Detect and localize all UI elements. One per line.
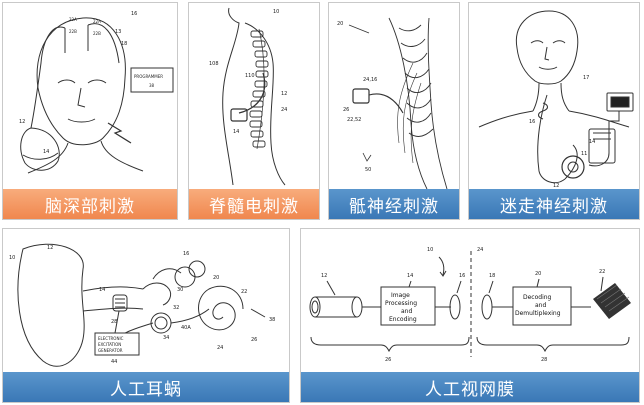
box-line-2: EXCITATION [98,342,121,347]
panel-spinal-cord-stimulation: 10 108 110 12 24 14 脊髓电刺激 [188,2,320,220]
box2-line-2: and [535,302,546,309]
label: 22A [93,19,101,24]
label: 24 [281,107,287,113]
sacral-nerve-stimulation-drawing: 20 24,16 26 22,52 50 [337,17,448,190]
label: 30 [177,287,183,293]
label: 12 [553,183,559,189]
label: 24,16 [363,77,377,83]
label: 32 [173,305,179,311]
label: 26 [251,337,257,343]
box1-line-4: Encoding [389,316,417,323]
programmer-box [130,67,174,93]
excitation-generator-box [94,332,140,356]
label: 16 [131,11,137,17]
label: 14 [99,287,105,293]
label: 11 [581,151,587,157]
label: 12 [47,245,53,251]
box1-line-3: and [401,308,412,315]
deep-brain-stimulation-drawing: PROGRAMMER 38 16 22A 22B 22A 22B 13 18 1… [19,11,174,174]
box-line-1: ELECTRONIC [98,336,124,341]
panel-vagus-nerve-stimulation: 17 16 14 12 11 迷走神经刺激 [468,2,640,220]
label: 17 [583,75,589,81]
label: 12 [19,119,25,125]
vagus-nerve-stimulation-drawing: 17 16 14 12 11 [478,10,634,189]
box-line-3: GENERATOR [98,348,123,353]
label: 14 [233,129,239,135]
label: 26 [385,357,391,363]
label: 38 [269,317,275,323]
label: 28 [541,357,547,363]
label: 50 [365,167,371,173]
label: 20 [535,271,541,277]
decoding-box [512,286,572,326]
label: 20 [213,275,219,281]
label: 22B [69,29,77,34]
label: 20 [337,21,343,27]
label: 28 [111,319,117,325]
label: 22B [93,31,101,36]
cochlear-implant-drawing: ELECTRONIC EXCITATION GENERATOR 10 12 14… [9,243,275,367]
panel-cochlear-implant: ELECTRONIC EXCITATION GENERATOR 10 12 14… [2,228,290,403]
label: 44 [111,359,117,365]
label: 22 [241,289,247,295]
label: 13 [115,29,121,35]
caption-sacral-nerve-stimulation: 骶神经刺激 [329,189,459,219]
label: 18 [121,41,127,47]
label: 24 [477,247,483,253]
label: 24 [217,345,223,351]
label: 108 [209,61,219,67]
label: 14 [43,149,49,155]
programmer-label: PROGRAMMER [134,74,163,79]
label: 40A [181,325,191,331]
caption-artificial-retina: 人工视网膜 [301,372,639,402]
panel-deep-brain-stimulation: PROGRAMMER 38 16 22A 22B 22A 22B 13 18 1… [2,2,178,220]
label: 14 [407,273,413,279]
box2-line-3: Demultiplexing [515,310,561,317]
label: 16 [459,273,465,279]
label: 10 [9,255,15,261]
label: 34 [163,335,169,341]
caption-vagus-nerve-stimulation: 迷走神经刺激 [469,189,639,219]
label: 10 [427,247,433,253]
artificial-retina-drawing: Image Processing and Encoding Decoding a… [309,247,631,363]
label: 16 [183,251,189,257]
spinal-cord-stimulation-drawing: 10 108 110 12 24 14 [209,7,287,186]
box1-line-2: Processing [385,300,417,307]
label: 110 [245,73,255,79]
label: 14 [589,139,595,145]
label: 18 [489,273,495,279]
label: 26 [343,107,349,113]
caption-deep-brain-stimulation: 脑深部刺激 [3,189,177,219]
label: 12 [281,91,287,97]
label: 22,52 [347,117,361,123]
label: 22 [599,269,605,275]
programmer-number: 38 [149,83,155,88]
label: 22A [69,17,77,22]
caption-spinal-cord-stimulation: 脊髓电刺激 [189,189,319,219]
panel-artificial-retina: Image Processing and Encoding Decoding a… [300,228,640,403]
box2-line-1: Decoding [523,294,552,301]
image-processing-box [380,286,436,326]
panel-sacral-nerve-stimulation: 20 24,16 26 22,52 50 骶神经刺激 [328,2,460,220]
label: 10 [273,9,279,15]
caption-cochlear-implant: 人工耳蜗 [3,372,289,402]
box1-line-1: Image [391,292,410,299]
electrode-array [593,283,631,319]
label: 16 [529,119,535,125]
label: 12 [321,273,327,279]
